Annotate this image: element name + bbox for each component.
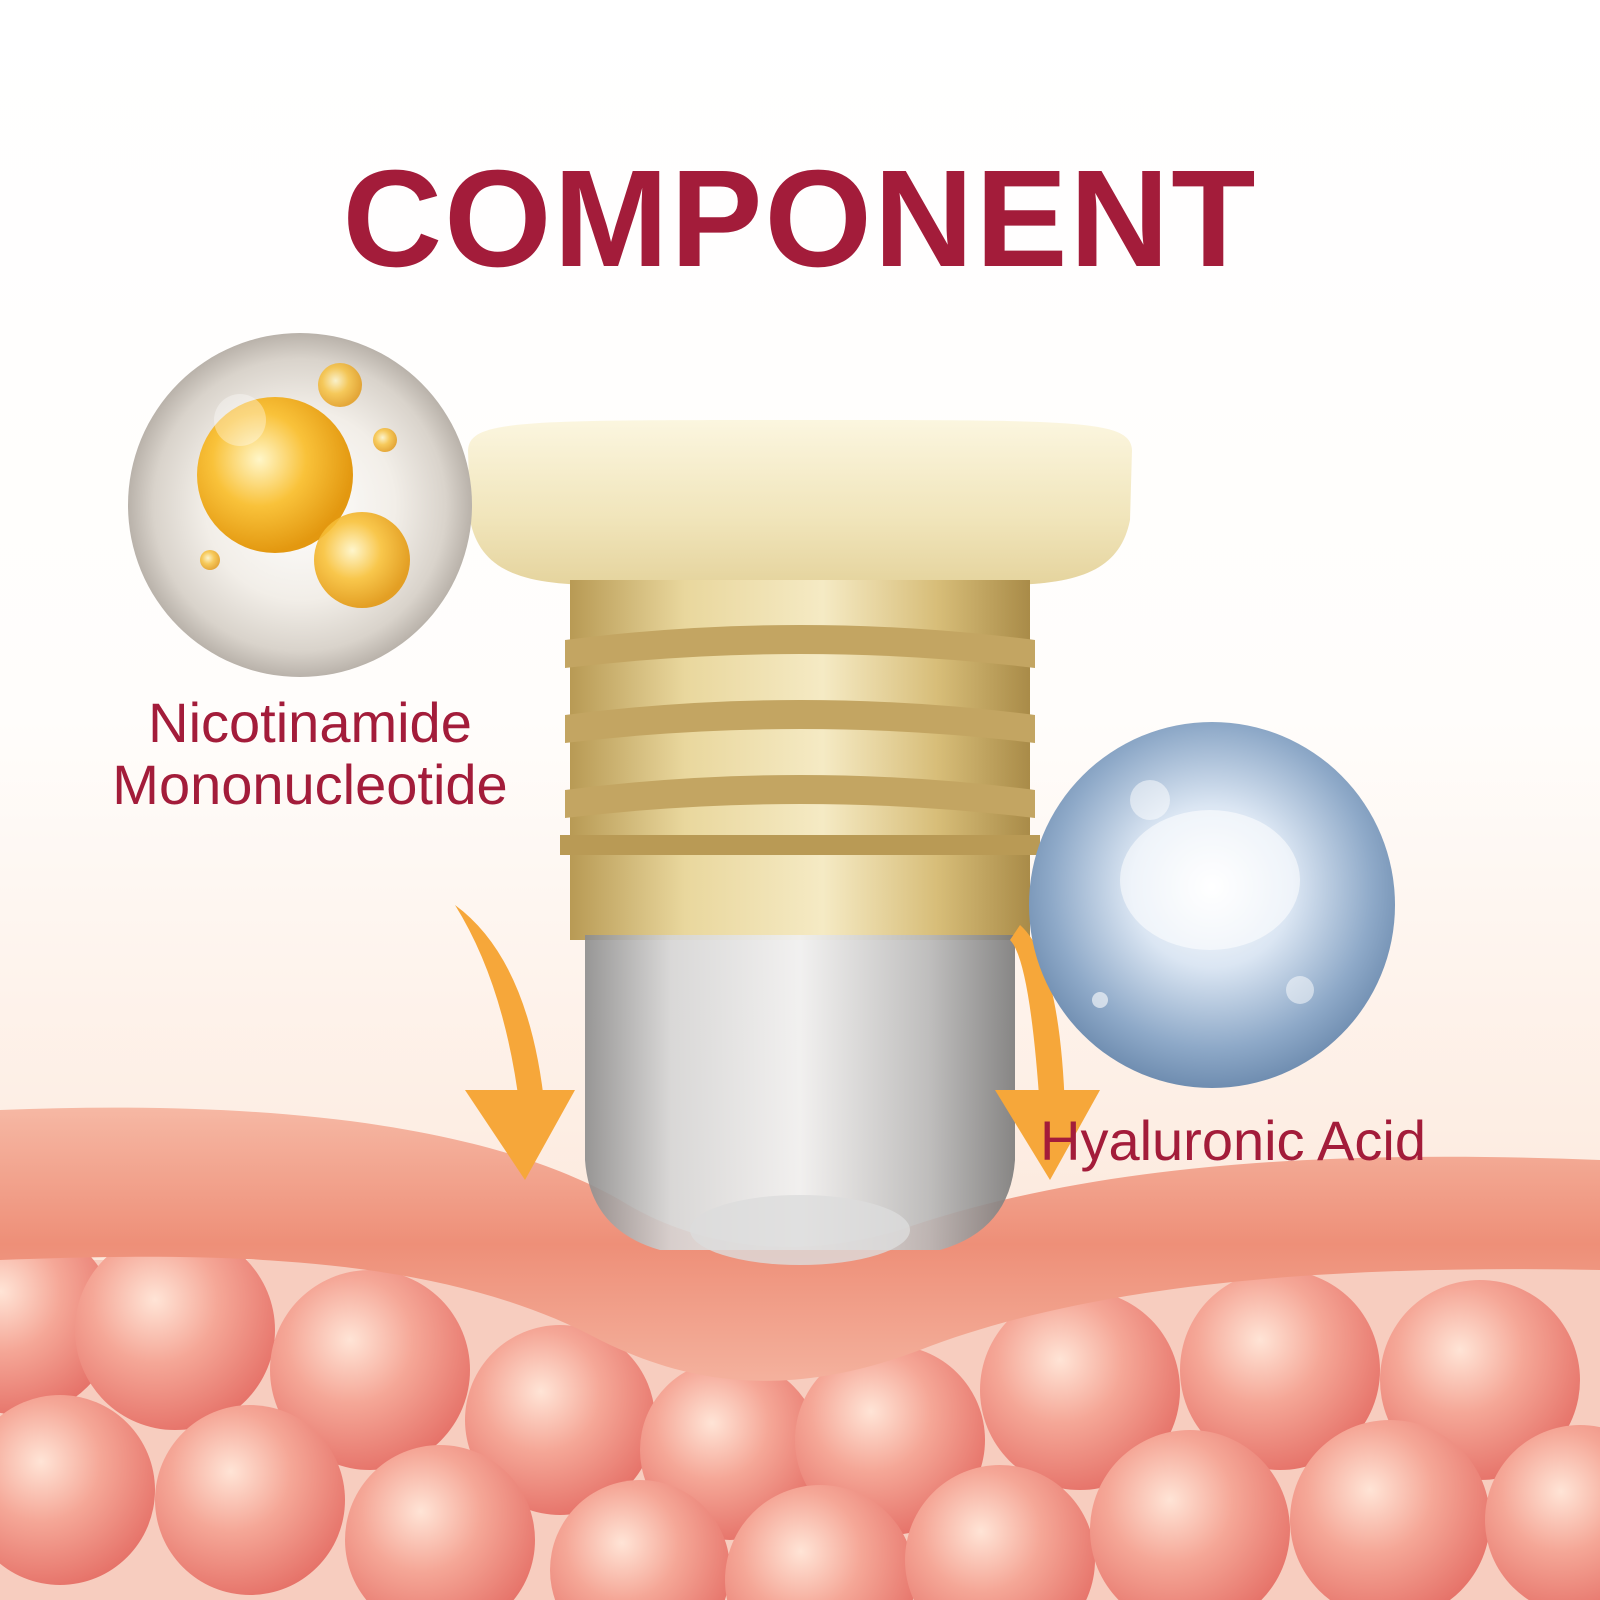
skin-layer <box>0 1107 1600 1381</box>
absorb-arrow-left-icon <box>455 905 575 1180</box>
page-title: COMPONENT <box>342 142 1258 296</box>
absorb-arrow-right-icon <box>995 925 1100 1180</box>
ingredient-label-nmn: Nicotinamide Mononucleotide <box>60 692 560 816</box>
ingredient-label-line: Nicotinamide <box>148 691 472 754</box>
hydro-gel-bubble-icon <box>1029 722 1395 1088</box>
roller-bottle <box>468 420 1132 1265</box>
ingredient-label-line: Mononucleotide <box>112 753 508 816</box>
ingredient-label-hyaluronic-acid: Hyaluronic Acid <box>1040 1109 1426 1172</box>
golden-oil-droplet-icon <box>128 333 472 677</box>
